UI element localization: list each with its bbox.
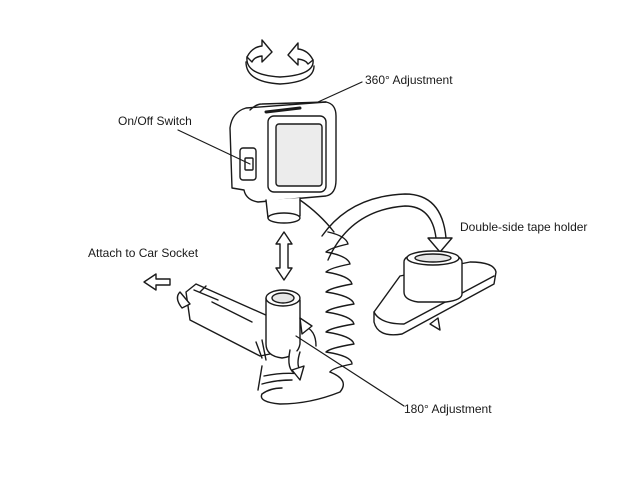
direction-arrow-icon [143, 273, 171, 291]
label-tape-holder: Double-side tape holder [460, 220, 588, 234]
tape-holder [373, 250, 497, 336]
swivel-neck [265, 197, 301, 224]
leader-lines [177, 81, 405, 407]
car-socket-plug [176, 283, 271, 357]
label-car-socket: Attach to Car Socket [88, 246, 199, 260]
mount-cup [255, 289, 301, 361]
label-180-adjustment: 180° Adjustment [404, 402, 492, 416]
label-on-off-switch: On/Off Switch [118, 114, 192, 128]
rotate-arrows-icon [245, 39, 315, 85]
label-360-adjustment: 360° Adjustment [365, 73, 453, 87]
curved-arrow-icon [321, 193, 453, 261]
bidirectional-arrow-icon [275, 231, 293, 281]
coiled-cord [257, 199, 355, 405]
device-head [229, 101, 337, 203]
curved-arrow-icon [288, 317, 317, 381]
